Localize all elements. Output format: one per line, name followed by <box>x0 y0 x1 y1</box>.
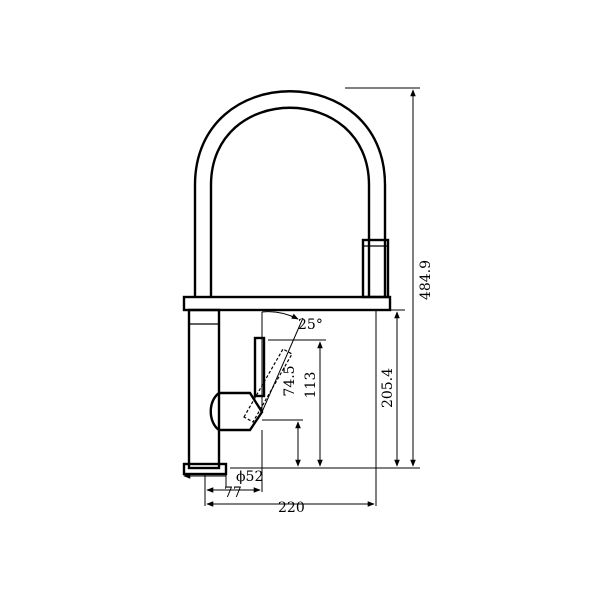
lever-handle-rotated <box>243 348 293 423</box>
mixer-body <box>187 308 221 470</box>
dim-spout-height: 205.4 <box>380 368 396 408</box>
spout-inner-curve <box>209 106 371 297</box>
faucet-outline <box>182 90 392 476</box>
dim-lever-angle: 25° <box>298 317 323 333</box>
angle-arc <box>261 311 299 320</box>
dim-lever-height: 113 <box>303 372 319 399</box>
dim-total-height: 484.9 <box>418 260 434 300</box>
lever-handle <box>253 336 266 398</box>
dim-base-diameter: ϕ52 <box>236 469 263 485</box>
angle-rot-line <box>261 317 304 413</box>
collar-plate <box>182 295 392 312</box>
dim-base-to-center: 77 <box>224 485 242 501</box>
dim-spout-reach: 220 <box>278 500 305 516</box>
dimensions: 484.9 205.4 113 74.5 25° ϕ52 77 220 <box>183 87 434 516</box>
dim-lever-offset: 74.5 <box>282 365 298 396</box>
spout-outer-curve <box>193 90 387 297</box>
lever-hub <box>209 391 264 432</box>
